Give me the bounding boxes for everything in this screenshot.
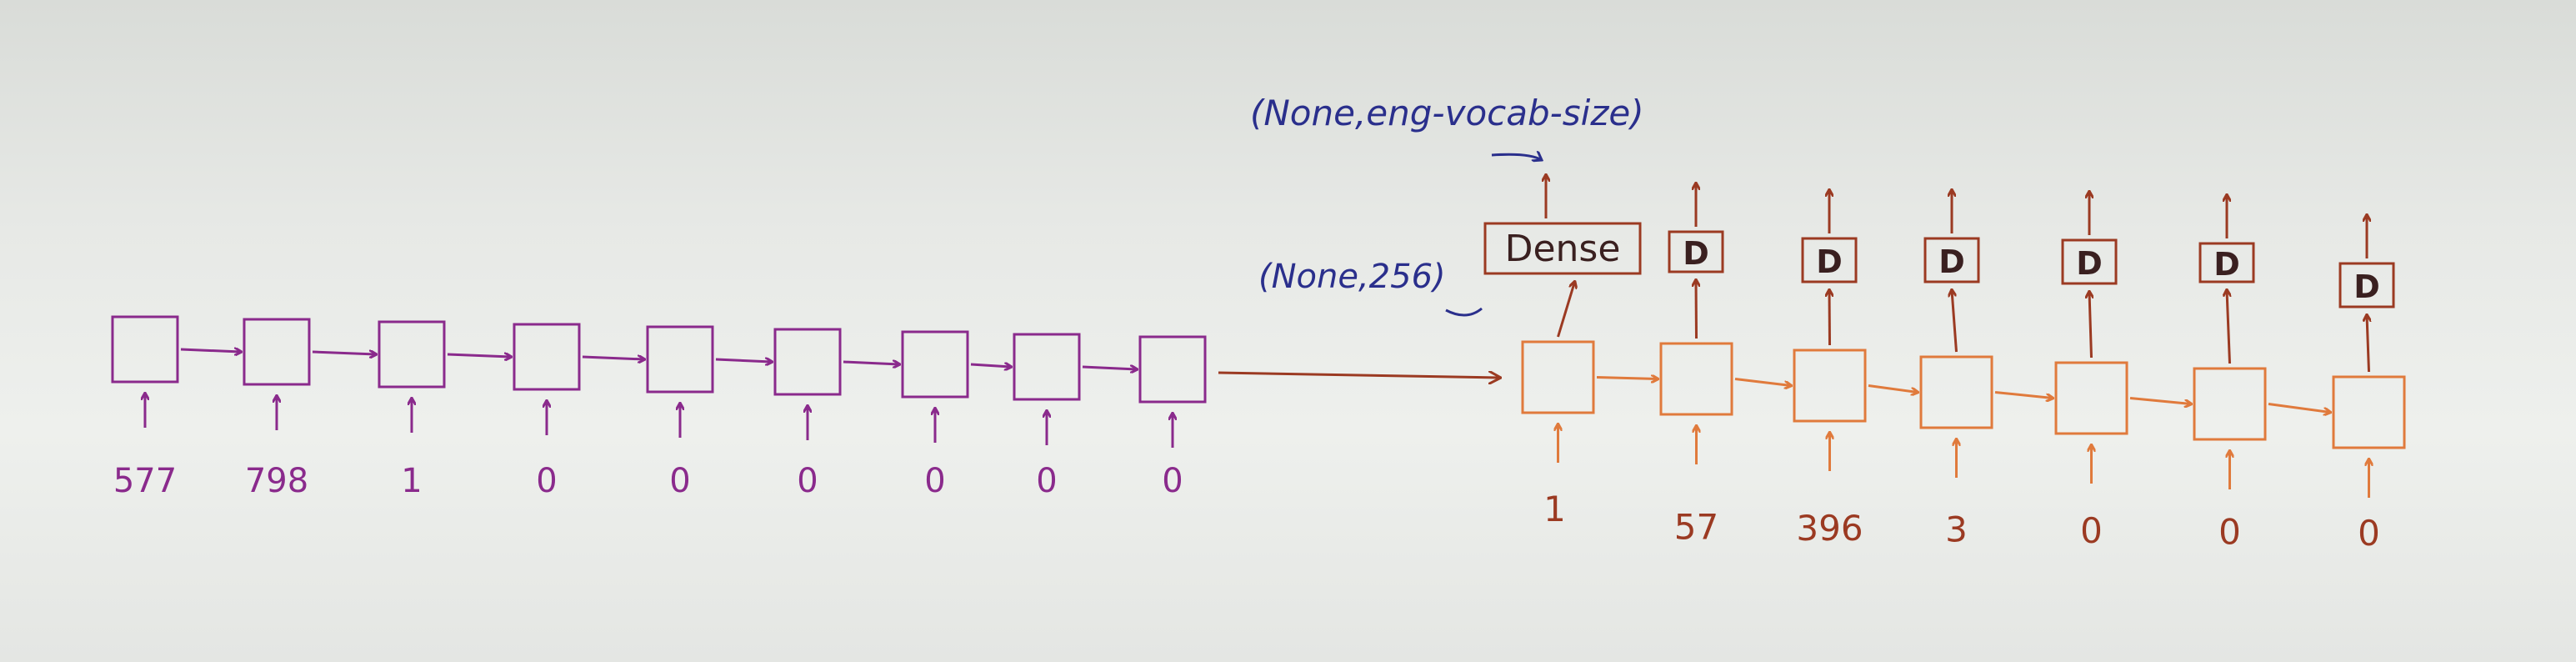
encoder-cell [243, 318, 311, 386]
decoder-lstm-chain: 1 Dense 57 D 396 D 3 D 0 D 0 D 0 D [1483, 175, 2406, 554]
decoder-cell [1521, 340, 1595, 414]
dense-layer-box [2338, 262, 2395, 308]
decoder-recurrent-arrow [2268, 403, 2330, 413]
encoder-cell [378, 320, 446, 389]
decoder-recurrent-arrow [1868, 384, 1918, 393]
cell-to-dense-arrow [1696, 280, 1697, 339]
decoder-input-token: 396 [1796, 508, 1863, 549]
encoder-cell [1013, 333, 1081, 401]
cell-to-dense-arrow [1829, 290, 1830, 346]
decoder-cell [2332, 375, 2406, 449]
encoder-recurrent-arrow [843, 362, 899, 364]
encoder-recurrent-arrow [180, 349, 241, 352]
decoder-recurrent-arrow [1994, 391, 2053, 399]
cell-to-dense-arrow [2227, 290, 2230, 364]
encoder-recurrent-arrow [1082, 367, 1137, 369]
dense-layer-box [1668, 230, 1724, 273]
encoder-to-decoder-arrow [1218, 373, 1500, 378]
encoder-input-token: 798 [245, 462, 308, 500]
dense-layer-label: D [2353, 268, 2380, 305]
encoder-recurrent-arrow [312, 352, 376, 354]
decoder-cell [1919, 355, 1993, 429]
encoder-input-token: 1 [401, 462, 422, 500]
dense-layer-label: D [1683, 235, 1709, 272]
dense-layer-label: D [2076, 245, 2103, 282]
decoder-recurrent-arrow [1734, 378, 1791, 386]
decoder-cell [2054, 361, 2128, 435]
cell-to-dense-arrow [2089, 292, 2092, 359]
decoder-cell [1659, 342, 1733, 416]
cell-to-dense-arrow [2367, 315, 2369, 373]
decoder-input-token: 57 [1674, 507, 1718, 548]
dense-layer-label: D [1938, 243, 1965, 280]
decoder-cell [2193, 367, 2267, 441]
encoder-cell [901, 330, 969, 399]
encoder-input-token: 0 [1036, 462, 1057, 500]
encoder-recurrent-arrow [582, 357, 644, 359]
encoder-cell [1138, 335, 1207, 404]
encoder-input-token: 0 [536, 462, 557, 500]
encoder-recurrent-arrow [715, 359, 772, 362]
encoder-input-token: 0 [924, 462, 945, 500]
dense-layer-label: D [2213, 246, 2240, 283]
decoder-input-token: 0 [2218, 512, 2241, 553]
encoder-input-token: 0 [797, 462, 818, 500]
dense-layer-box [1483, 222, 1642, 275]
decoder-input-token: 0 [2080, 510, 2103, 551]
decoder-recurrent-arrow [2129, 397, 2191, 404]
encoder-lstm-chain: 577 798 1 0 0 0 0 0 0 [111, 315, 1207, 500]
dense-layer-box [2198, 242, 2255, 283]
encoder-recurrent-arrow [970, 364, 1011, 367]
dense-layer-box [2061, 238, 2118, 285]
encoder-cell [773, 328, 842, 396]
output-shape-annotation: (None,eng-vocab-size) [1250, 93, 1644, 133]
dense-layer-box [1923, 237, 1980, 283]
decoder-cell [1793, 349, 1867, 423]
dense-layer-label: D [1816, 243, 1843, 280]
encoder-input-token: 577 [113, 462, 177, 500]
encoder-input-token: 0 [669, 462, 690, 500]
encoder-cell [111, 315, 179, 384]
decoder-recurrent-arrow [1596, 378, 1658, 379]
cell-to-dense-arrow [1952, 290, 1958, 353]
encoder-input-token: 0 [1162, 462, 1183, 500]
dense-layer-label: Dense [1505, 228, 1621, 270]
state-shape-annotation: (None,256) [1258, 258, 1446, 296]
decoder-input-token: 3 [1945, 509, 1968, 550]
decoder-input-token: 0 [2358, 513, 2380, 554]
decoder-input-token: 1 [1543, 489, 1566, 529]
encoder-cell [646, 325, 714, 394]
output-shape-arrow [1491, 154, 1542, 160]
encoder-cell [513, 323, 581, 391]
cell-to-dense-arrow [1557, 282, 1575, 338]
encoder-recurrent-arrow [447, 354, 511, 357]
state-shape-arrow [1445, 307, 1483, 317]
dense-layer-box [1801, 237, 1858, 283]
